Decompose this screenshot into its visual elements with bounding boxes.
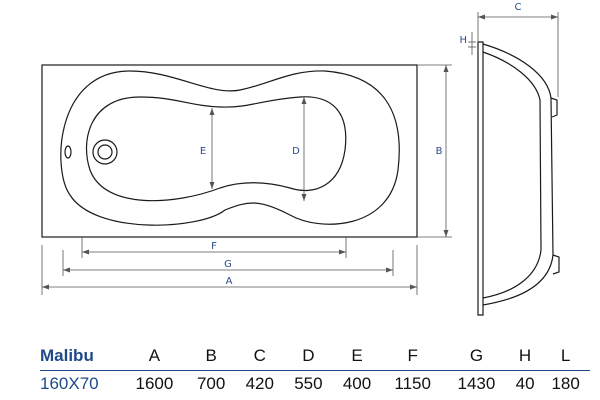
col-header-a: A <box>148 346 161 365</box>
dimension-label-f: F <box>211 241 217 252</box>
col-header-c: C <box>253 346 266 365</box>
value-a: 1600 <box>135 374 174 393</box>
model-size: 160X70 <box>40 374 99 393</box>
value-b: 700 <box>196 374 226 393</box>
tub-outer-bowl <box>60 70 400 226</box>
value-c: 420 <box>245 374 274 393</box>
tub-side-view-inner <box>482 51 542 299</box>
drain-outer <box>92 139 118 165</box>
col-header-e: E <box>351 346 363 365</box>
spec-header-row: Malibu A B C D E F G H L <box>40 342 590 370</box>
dimension-label-h: H <box>459 35 467 46</box>
col-header-g: G <box>469 346 484 365</box>
value-g: 1430 <box>457 374 496 393</box>
col-header-l: L <box>560 346 571 365</box>
value-f: 1150 <box>394 374 431 393</box>
bathtub-technical-drawing: A G F B E D C H <box>41 2 560 316</box>
value-l: 180 <box>551 374 580 393</box>
tub-side-view-outline <box>477 41 484 316</box>
value-d: 550 <box>294 374 323 393</box>
dimension-label-d: D <box>292 146 300 157</box>
dimension-label-e: E <box>200 146 206 157</box>
spec-values-row: 160X70 1600 700 420 550 400 1150 1430 40… <box>40 370 590 398</box>
tub-inner-bowl <box>85 96 347 202</box>
dimension-label-a: A <box>226 276 233 287</box>
tub-side-view-body <box>482 43 554 306</box>
col-header-h: H <box>518 346 532 365</box>
specification-table: Malibu A B C D E F G H L 160X70 1600 700… <box>40 342 590 398</box>
table-separator-line <box>40 370 590 371</box>
tub-side-view-leg-bottom <box>552 254 560 275</box>
col-header-f: F <box>407 346 418 365</box>
dimension-label-g: G <box>224 259 232 270</box>
dimension-label-b: B <box>436 146 443 157</box>
dimension-label-c: C <box>515 2 522 13</box>
model-name: Malibu <box>40 346 94 365</box>
value-e: 400 <box>342 374 372 393</box>
col-header-b: B <box>205 346 217 365</box>
overflow-hole <box>64 145 72 159</box>
value-h: 40 <box>515 374 535 393</box>
tub-top-view-outline <box>41 64 418 238</box>
drain-inner <box>97 144 113 160</box>
col-header-d: D <box>302 346 315 365</box>
tub-side-view-leg-top <box>550 97 558 118</box>
